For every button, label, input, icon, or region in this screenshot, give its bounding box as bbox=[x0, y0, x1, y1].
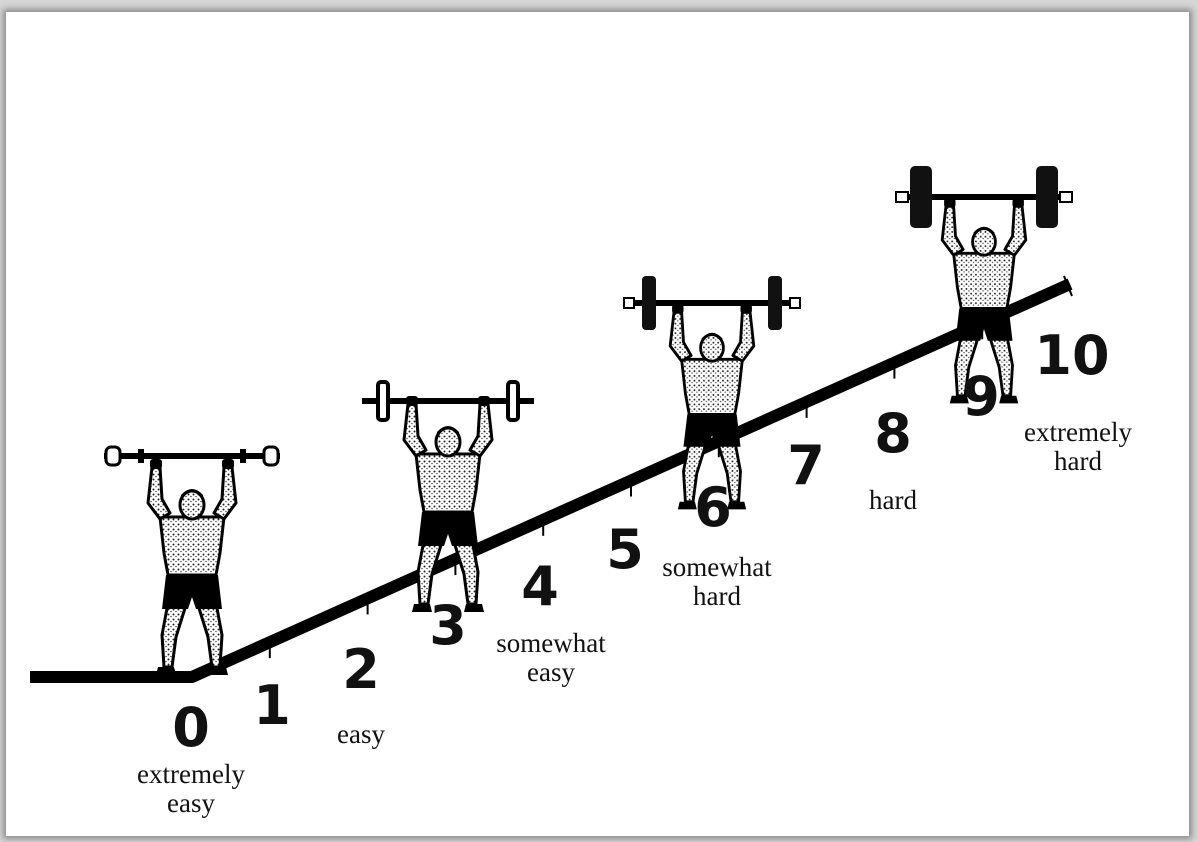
scale-number-9: 9 bbox=[962, 365, 1000, 428]
scale-number-3: 3 bbox=[429, 594, 467, 657]
scale-number-7: 7 bbox=[787, 434, 825, 497]
scale-number-1: 1 bbox=[253, 674, 291, 737]
scale-number-10: 10 bbox=[1034, 324, 1110, 387]
scale-label-2: easy bbox=[337, 719, 385, 749]
scale-number-4: 4 bbox=[521, 555, 559, 618]
weightlifter-icon bbox=[623, 276, 801, 511]
scale-number-2: 2 bbox=[342, 638, 380, 701]
scale-number-6: 6 bbox=[694, 476, 732, 539]
scale-label-10: extremely hard bbox=[1024, 417, 1132, 476]
scale-label-0: extremely easy bbox=[137, 759, 245, 818]
scale-label-6: somewhat hard bbox=[662, 552, 772, 611]
scale-number-0: 0 bbox=[172, 696, 210, 759]
weightlifter-icon bbox=[104, 445, 280, 677]
scale-number-5: 5 bbox=[606, 518, 644, 581]
scale-label-4: somewhat easy bbox=[496, 628, 606, 687]
scale-label-8: hard bbox=[869, 485, 917, 515]
weightlifter-icon bbox=[362, 380, 534, 614]
page-frame bbox=[6, 12, 1189, 836]
scale-number-8: 8 bbox=[874, 402, 912, 465]
weightlifter-icon bbox=[895, 166, 1073, 405]
